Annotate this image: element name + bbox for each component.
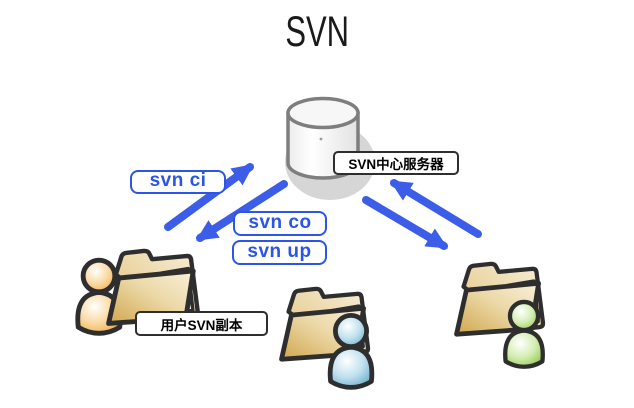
command-label-svn-ci: svn ci <box>130 170 226 194</box>
arrow-left-client-to-server <box>164 163 254 231</box>
command-label-svn-co: svn co <box>233 211 327 236</box>
server-label: SVN中心服务器 <box>333 151 459 175</box>
person-blue-icon <box>330 315 372 387</box>
user-copy-label: 用户SVN副本 <box>135 311 268 336</box>
arrow-right-client-to-server <box>389 179 482 238</box>
diagram-title-text: SVN <box>285 8 349 56</box>
command-label-svn-up: svn up <box>232 240 327 265</box>
person-green-icon <box>505 302 543 367</box>
diagram-title: SVN <box>0 8 634 56</box>
arrow-server-to-right-client <box>362 196 449 250</box>
